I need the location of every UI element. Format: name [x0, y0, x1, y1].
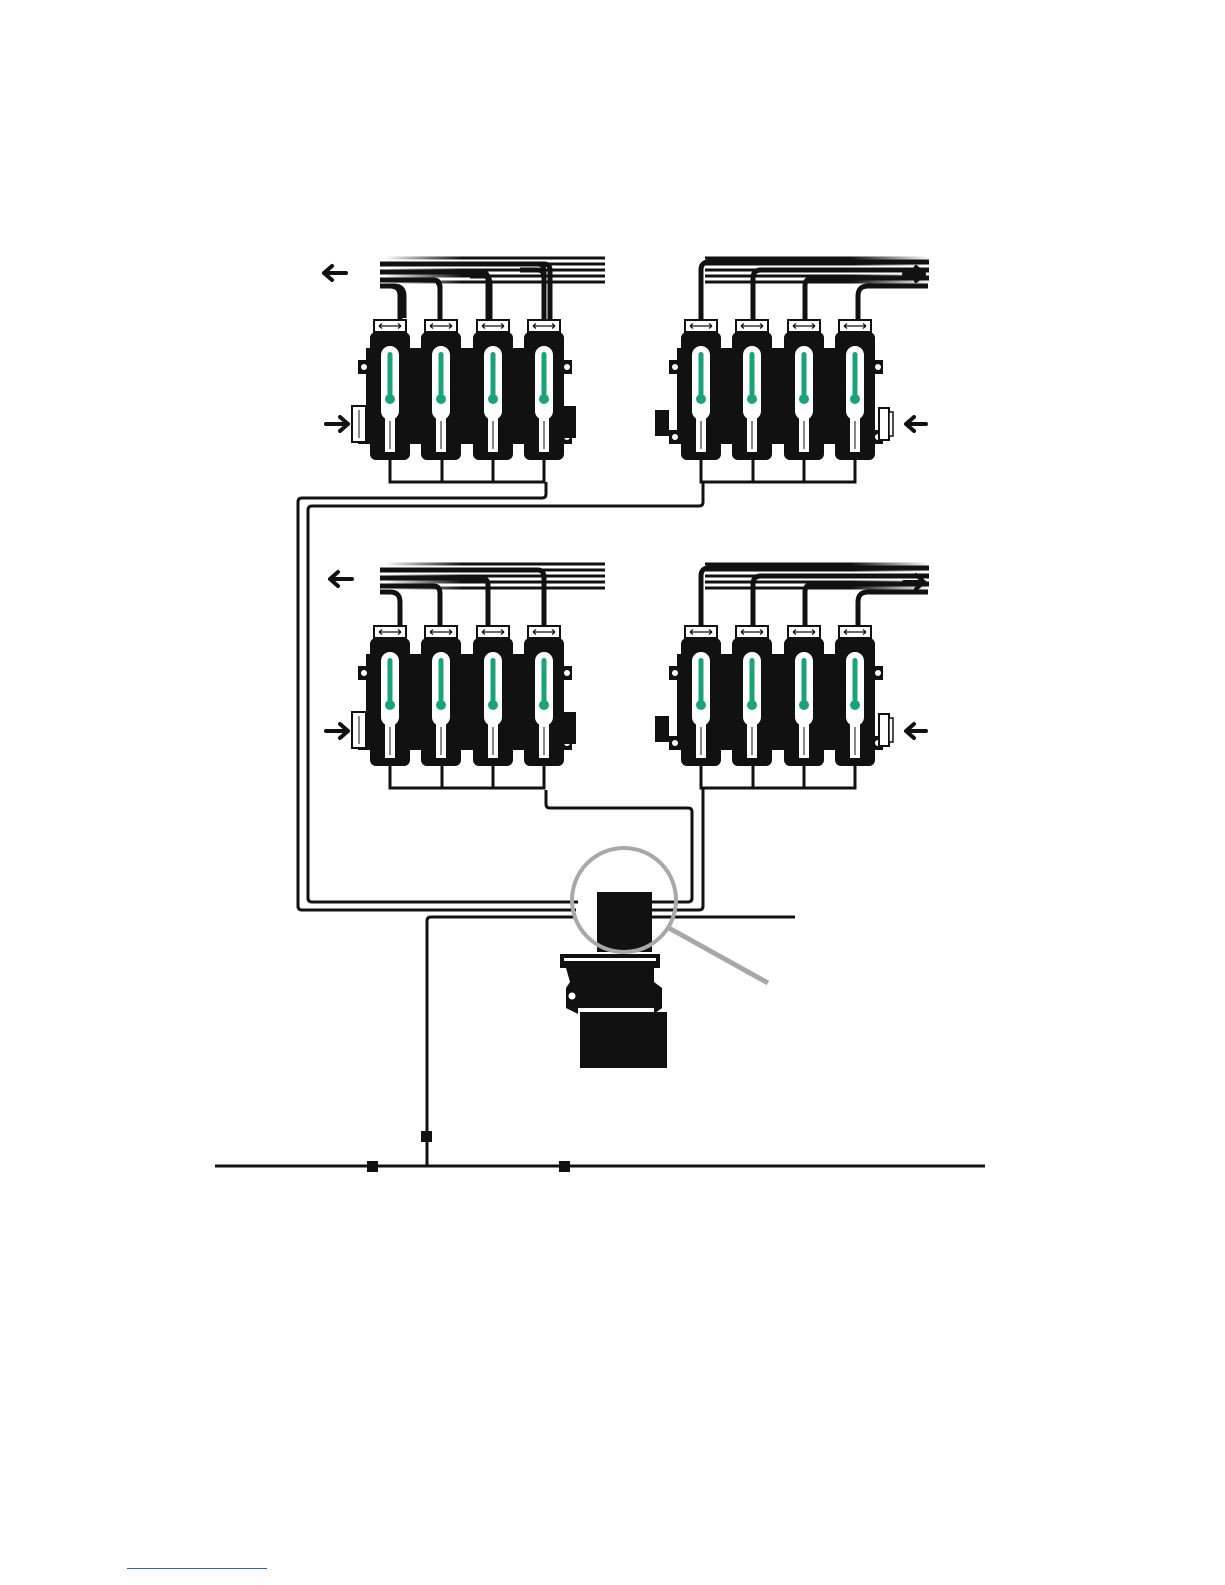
manifold-bank-top-right [655, 258, 930, 482]
manifold-bank-bottom-left [352, 564, 605, 788]
manifold-bank-top-left [352, 258, 605, 482]
left-arrow-icon [330, 572, 352, 586]
right-arrow-icon [326, 724, 348, 738]
left-arrow-icon [906, 417, 926, 431]
left-arrow-icon [906, 724, 926, 738]
footer-rule [127, 1568, 267, 1569]
manifold-bank-bottom-right [655, 564, 930, 788]
left-arrow-icon [324, 266, 346, 280]
main-bus-line [215, 1131, 985, 1172]
right-arrow-icon [326, 417, 348, 431]
